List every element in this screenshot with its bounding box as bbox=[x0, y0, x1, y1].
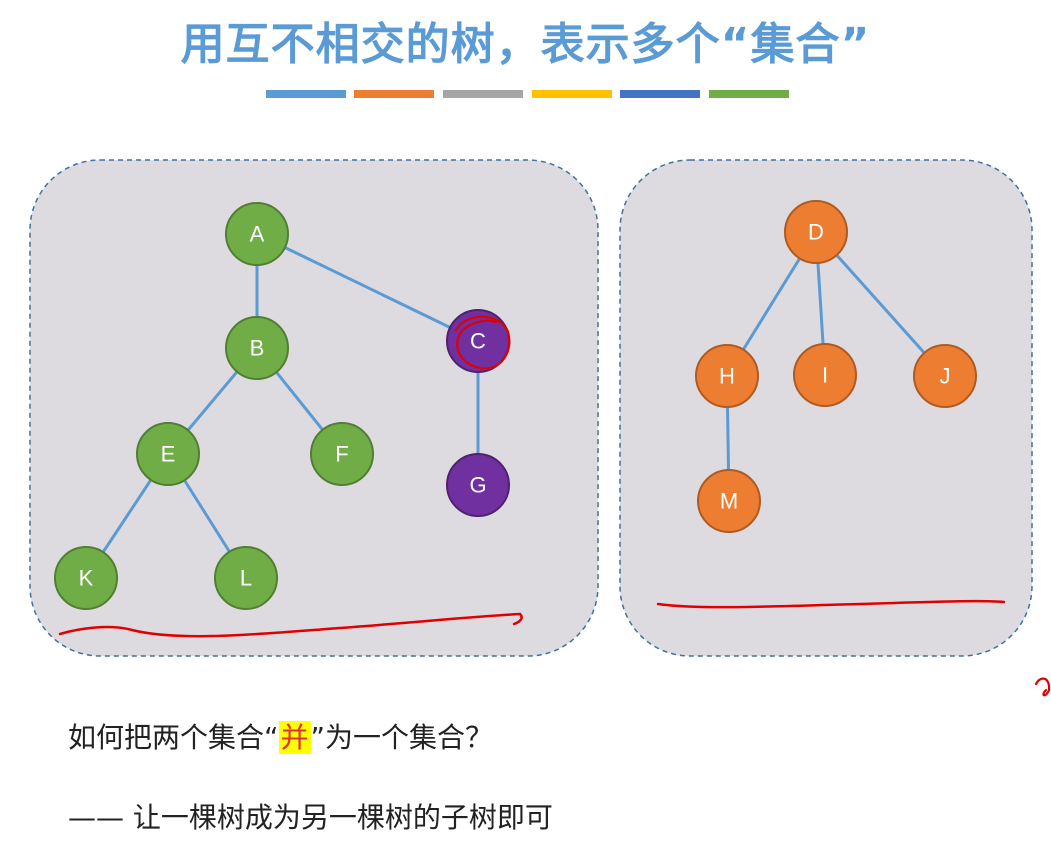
ink-underline-left bbox=[58, 612, 523, 638]
node-I: I bbox=[793, 343, 857, 407]
node-label: G bbox=[469, 473, 486, 498]
question-text: 如何把两个集合“并”为一个集合？ bbox=[68, 716, 493, 756]
node-label: E bbox=[161, 442, 176, 467]
color-bar-blue bbox=[266, 90, 346, 98]
node-label: C bbox=[470, 329, 486, 354]
node-label: A bbox=[250, 222, 265, 247]
question-after: ”为一个集合？ bbox=[310, 721, 494, 754]
node-B: B bbox=[225, 316, 289, 380]
color-bar-gray bbox=[443, 90, 523, 98]
color-bar-darkblue bbox=[620, 90, 700, 98]
node-label: D bbox=[808, 220, 824, 245]
node-label: I bbox=[822, 363, 828, 388]
edge-D-J bbox=[814, 230, 947, 378]
ink-underline-right bbox=[656, 599, 1006, 609]
node-label: M bbox=[720, 489, 738, 514]
node-G: G bbox=[446, 453, 510, 517]
node-H: H bbox=[695, 344, 759, 408]
color-bar-orange bbox=[354, 90, 434, 98]
node-E: E bbox=[136, 422, 200, 486]
color-bar-green bbox=[709, 90, 789, 98]
question-before: 如何把两个集合“ bbox=[68, 721, 279, 754]
edge-A-C bbox=[256, 232, 479, 343]
answer-text: —— 让一棵树成为另一棵树的子树即可 bbox=[68, 801, 553, 834]
set-panel-left bbox=[29, 159, 599, 657]
node-K: K bbox=[54, 546, 118, 610]
question-highlight: 并 bbox=[278, 721, 311, 754]
ink-mark-edge bbox=[1034, 677, 1051, 697]
node-label: H bbox=[719, 364, 735, 389]
node-J: J bbox=[913, 344, 977, 408]
page-title: 用互不相交的树，表示多个“集合” bbox=[180, 19, 871, 70]
node-label: B bbox=[250, 336, 265, 361]
node-A: A bbox=[225, 202, 289, 266]
ink-circle-around-c bbox=[454, 315, 511, 370]
node-label: K bbox=[79, 566, 94, 591]
color-bar-gold bbox=[532, 90, 612, 98]
node-label: J bbox=[940, 364, 951, 389]
node-D: D bbox=[784, 200, 848, 264]
node-F: F bbox=[310, 422, 374, 486]
node-M: M bbox=[697, 469, 761, 533]
node-label: F bbox=[335, 442, 348, 467]
node-label: L bbox=[240, 566, 252, 591]
node-L: L bbox=[214, 546, 278, 610]
